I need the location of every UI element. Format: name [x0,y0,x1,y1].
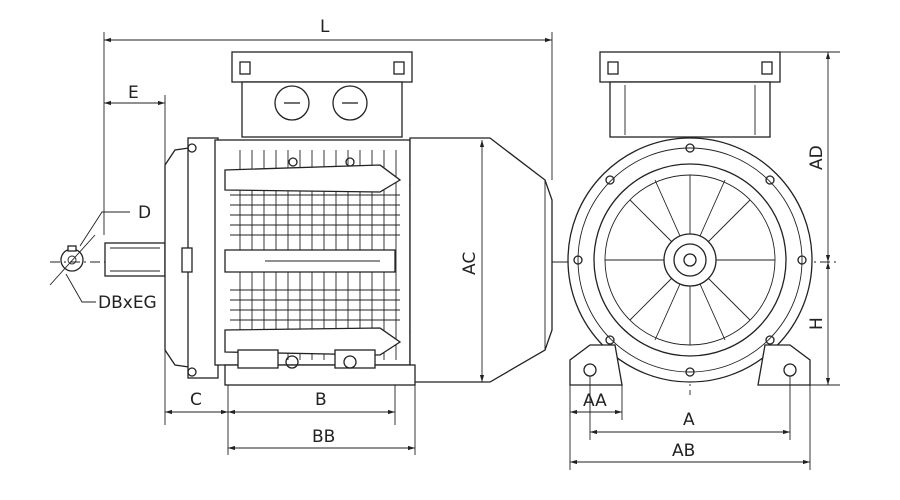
fan-spokes [605,175,775,345]
terminal-box-front [599,51,781,138]
label-AD: AD [807,145,827,170]
fan-cover [409,137,553,383]
label-DBxEG: DBxEG [98,293,157,313]
front-dimensions [569,51,840,470]
shaft-section [49,234,96,286]
label-E: E [128,83,139,103]
label-AC: AC [460,252,480,275]
motor-feet-side [224,349,416,386]
terminal-box-side [231,51,413,138]
label-A: A [683,410,695,430]
label-AB: AB [672,441,695,461]
motor-housing [214,139,421,366]
shaft [104,242,166,277]
label-B: B [315,390,327,410]
label-L: L [320,17,330,37]
label-BB: BB [312,427,335,447]
end-shield [164,137,219,379]
motor-feet-front [569,344,811,386]
side-dimensions [65,32,553,455]
label-H: H [807,317,827,330]
label-D: D [138,203,151,223]
side-view [49,51,560,386]
label-C: C [190,390,202,410]
front-view [560,51,840,395]
frame-bolts [573,143,807,377]
label-AA: AA [583,391,607,411]
dimension-labels: L E D DBxEG AC C B BB AD H AA A AB [98,17,827,461]
